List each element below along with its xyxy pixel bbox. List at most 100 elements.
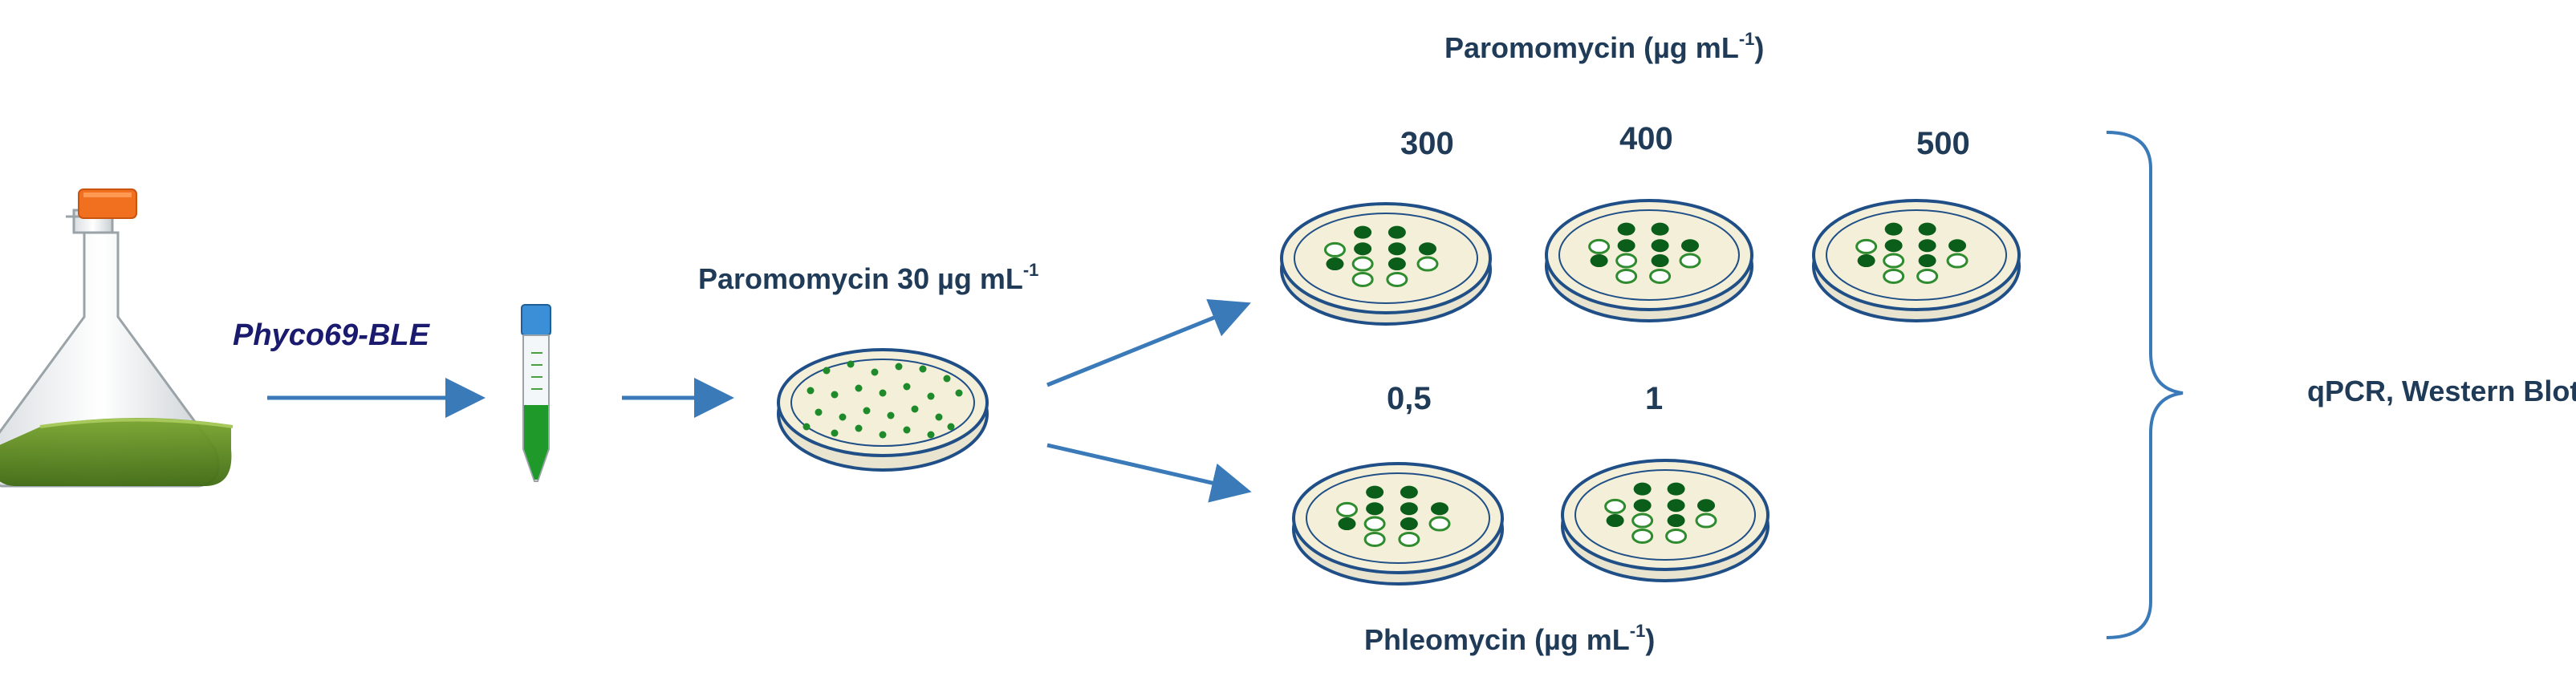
colony-dot (871, 368, 879, 376)
colony-open (1363, 531, 1386, 547)
colony-filled (1884, 239, 1903, 253)
colony-open (1363, 516, 1386, 532)
colony-dot (879, 389, 887, 397)
paromomycin-plate-400 (1545, 199, 1753, 322)
colony-open (1323, 241, 1346, 257)
selection-plate-label: Paromomycin 30 µg mL-1 (698, 260, 1038, 295)
colony-open (1351, 271, 1374, 287)
colony-filled (1617, 222, 1635, 236)
colony-dot (927, 392, 935, 400)
plate-lid (1280, 202, 1492, 314)
phleomycin-plate-0-5 (1292, 462, 1504, 586)
colony-filled (1918, 222, 1936, 236)
plate-inner-rim (1574, 469, 1756, 561)
colony-filled (1388, 257, 1406, 271)
colony-dot (887, 411, 895, 419)
colony-filled (1590, 254, 1608, 268)
phleomycin-conc-0-5: 0,5 (1387, 381, 1432, 416)
colony-open (1335, 501, 1358, 517)
colony-open (1615, 268, 1638, 284)
colony-dot (807, 387, 815, 395)
paromomycin-plate-300 (1280, 202, 1492, 326)
plate-lid (1561, 459, 1769, 571)
colony-filled (1651, 254, 1669, 268)
colony-dot (895, 363, 903, 371)
arrow-to-paromomycin (1046, 298, 1251, 387)
phleomycin-title: Phleomycin (µg mL-1) (1364, 621, 1655, 656)
colony-dot (879, 431, 887, 439)
colony-filled (1400, 485, 1418, 499)
colony-filled (1697, 499, 1716, 513)
colony-dot (815, 408, 823, 416)
colony-open (1649, 268, 1672, 284)
colony-filled (1606, 514, 1624, 528)
colony-dot (903, 426, 911, 434)
colony-open (1351, 256, 1374, 272)
colony-dot (947, 423, 955, 431)
colony-filled (1884, 222, 1903, 236)
selection-colonies (802, 360, 963, 439)
colony-dot (831, 429, 839, 437)
paromomycin-conc-400: 400 (1619, 121, 1673, 156)
colony-open (1631, 513, 1654, 529)
construct-label: Phyco69-BLE (233, 318, 431, 352)
colony-filled (1354, 242, 1372, 256)
colony-filled (1918, 254, 1936, 268)
paromomycin-plate-500 (1812, 199, 2021, 322)
colony-filled (1430, 502, 1448, 516)
colony-open (1946, 253, 1969, 269)
colony-dot (855, 384, 863, 392)
colony-filled (1388, 225, 1406, 239)
colony-filled (1857, 254, 1875, 268)
colony-filled (1338, 517, 1356, 531)
analysis-label: qPCR, Western Blot (2307, 375, 2576, 407)
colony-filled (1326, 257, 1344, 271)
paromomycin-conc-500: 500 (1916, 126, 1970, 161)
colony-dot (831, 391, 839, 399)
colony-open (1631, 528, 1654, 544)
colony-dot (802, 423, 811, 431)
colony-dot (919, 365, 927, 373)
culture-flask-icon (0, 188, 234, 488)
colony-dot (911, 405, 919, 413)
paromomycin-conc-300: 300 (1400, 126, 1454, 161)
colony-open (1588, 238, 1611, 254)
plate-inner-rim (1558, 209, 1740, 301)
colony-filled (1667, 514, 1685, 528)
colony-filled (1651, 222, 1669, 236)
colony-dot (935, 413, 943, 421)
colony-open (1855, 238, 1878, 254)
plate-inner-rim (1294, 213, 1478, 304)
colony-filled (1633, 482, 1652, 496)
plate-inner-rim (1826, 209, 2007, 301)
colony-filled (1418, 242, 1436, 256)
colony-dot (903, 383, 911, 391)
colony-open (1883, 268, 1905, 284)
colony-dot (855, 424, 863, 432)
colony-filled (1667, 482, 1685, 496)
colony-open (1386, 271, 1408, 287)
colony-filled (1400, 502, 1418, 516)
selection-plate (777, 348, 989, 472)
plate-lid (1292, 462, 1504, 574)
plate-lid (1812, 199, 2021, 311)
colony-open (1679, 253, 1701, 269)
colony-filled (1388, 242, 1406, 256)
colony-dot (927, 431, 935, 439)
colony-dot (943, 375, 951, 383)
phleomycin-conc-1: 1 (1645, 381, 1663, 416)
arrow-to-phleomycin (1046, 443, 1252, 503)
plate-inner-rim (1306, 472, 1490, 564)
colony-filled (1948, 239, 1967, 253)
colony-open (1695, 513, 1717, 529)
falcon-tube-icon (521, 304, 551, 482)
colony-dot (955, 389, 963, 397)
colony-open (1416, 256, 1439, 272)
colony-open (1428, 516, 1451, 532)
colony-filled (1617, 239, 1635, 253)
results-bracket (2106, 131, 2184, 639)
colony-open (1883, 253, 1905, 269)
colony-open (1916, 268, 1939, 284)
phleomycin-plate-1 (1561, 459, 1769, 582)
